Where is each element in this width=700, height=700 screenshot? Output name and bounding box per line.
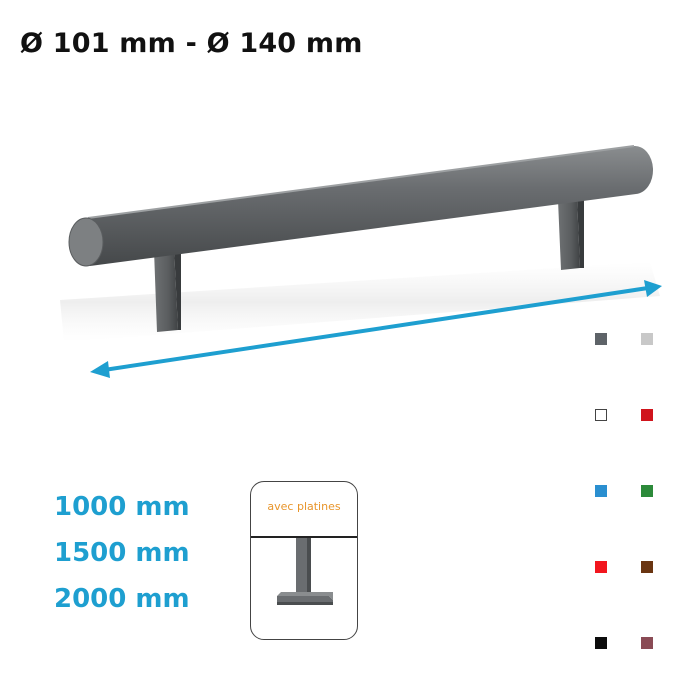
swatch-wine[interactable] [641, 637, 653, 649]
length-options: 1000 mm 1500 mm 2000 mm [54, 484, 234, 622]
right-leg [558, 198, 584, 270]
bar-end-cap [68, 217, 104, 267]
product-illustration [60, 145, 662, 378]
swatch-bright-red[interactable] [595, 561, 607, 573]
length-dimension-arrow [90, 280, 662, 378]
swatch-blue[interactable] [595, 485, 607, 497]
swatch-red[interactable] [641, 409, 653, 421]
swatch-light-grey[interactable] [641, 333, 653, 345]
length-2000: 2000 mm [54, 584, 190, 614]
base-plate-icon [277, 538, 333, 605]
bar-underside-line [251, 536, 357, 538]
bar-tube [68, 145, 654, 267]
length-1000: 1000 mm [54, 492, 190, 522]
base-plate-label: avec platines [267, 500, 341, 513]
base-plate-option: avec platines [250, 481, 358, 640]
swatch-dark-grey[interactable] [595, 333, 607, 345]
length-1500: 1500 mm [54, 538, 190, 568]
left-leg [154, 248, 181, 332]
swatch-brown[interactable] [641, 561, 653, 573]
floor-shadow [60, 262, 660, 342]
diameter-range-title: Ø 101 mm - Ø 140 mm [20, 28, 363, 59]
swatch-white[interactable] [595, 409, 607, 421]
swatch-black[interactable] [595, 637, 607, 649]
swatch-green[interactable] [641, 485, 653, 497]
